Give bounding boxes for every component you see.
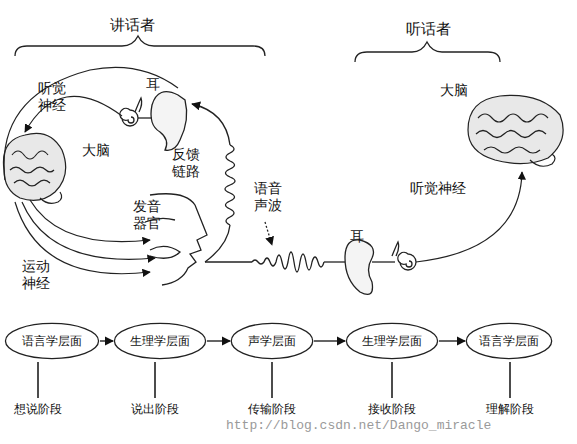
part-name: 听觉神经 [410,180,466,197]
feedback-loop [192,104,235,262]
motor-nerve-path [30,200,150,242]
braces [15,36,500,62]
part-name: 大脑 [440,82,468,99]
sound-wave [205,222,345,272]
stage-name: 接收阶段 [357,402,427,417]
ear-canal [138,117,152,118]
stage-name: 说出阶段 [120,402,190,417]
part-name: 反馈 链路 [172,146,204,180]
stage-leaders [38,362,510,398]
part-name: 听觉 神经 [38,80,70,114]
leader-line [509,362,511,398]
leader-line [154,362,156,398]
nerve-paths [4,67,178,273]
wave-lead [205,261,252,262]
level-name: 声学层面 [230,334,314,348]
outer-ear [151,92,187,151]
cerebellum [40,192,62,203]
level-ellipse: 生理学层面 [113,322,207,360]
brain-folds [476,114,548,153]
level-name: 语言学层面 [4,334,100,348]
part-name: 语音 声波 [254,180,286,214]
flow-arrow [439,340,465,341]
feedback-wave [225,145,235,225]
level-ellipse: 生理学层面 [345,322,439,360]
level-name: 语言学层面 [465,334,553,348]
listener-brace [355,42,500,62]
leader-line [391,362,393,398]
tongue [150,246,180,258]
feedback-line [205,225,230,262]
brain-outline [3,133,65,200]
outer-loop [4,67,178,180]
stage-name: 想说阶段 [3,402,73,417]
ossicles [392,242,399,256]
feedback-arrow [192,104,230,145]
speaker-ear [120,92,187,151]
part-name: 运动 神经 [22,258,54,292]
cochlea [398,252,416,270]
leader-line [271,362,273,398]
brain-folds [10,151,54,186]
flow-arrow [207,340,230,341]
part-name: 发音 器官 [133,198,165,232]
stage-name: 传输阶段 [237,402,307,417]
level-ellipse: 语言学层面 [4,322,100,360]
outer-ear [345,240,374,295]
wave-tail [324,261,345,262]
wave-pointer [265,222,272,245]
listener-brain [416,95,563,262]
watermark: http://blog.csdn.net/Dango_miracle [226,418,491,434]
speaker-brace [15,36,265,56]
stage-name: 理解阶段 [475,402,545,417]
flow-arrow [100,340,113,341]
listener-ear [345,240,416,295]
cerebellum [530,154,555,166]
level-ellipse: 语言学层面 [465,322,553,360]
ear-canal [372,261,395,262]
leader-line [37,362,39,398]
flow-arrow [314,340,345,341]
part-name: 大脑 [82,142,110,159]
level-name: 生理学层面 [113,334,207,348]
part-name: 耳 [146,76,160,93]
level-name: 生理学层面 [345,334,439,348]
brain-outline [468,95,563,163]
speaker-brain [3,133,65,203]
level-ellipse: 声学层面 [230,322,314,360]
speaker-heading: 讲话者 [110,16,155,34]
ossicles [135,98,142,112]
part-name: 耳 [350,228,364,245]
wave-burst [252,252,324,272]
listener-heading: 听话者 [406,20,451,38]
